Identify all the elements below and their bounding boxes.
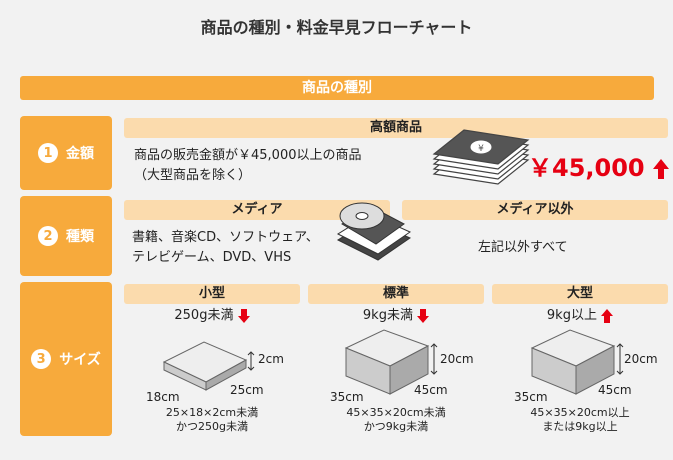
standard-condition-line1: 45×35×20cm未満 [346, 406, 446, 419]
up-arrow-icon [652, 159, 669, 179]
up-arrow-icon [601, 308, 614, 323]
standard-condition-line2: かつ9kg未満 [363, 420, 429, 433]
small-height-label: 2cm [258, 352, 284, 366]
large-width-label: 45cm [598, 383, 632, 397]
small-condition-line1: 25×18×2cm未満 [165, 406, 259, 419]
standard-box-icon [344, 329, 438, 395]
media-list-line1: 書籍、音楽CD、ソフトウェア、 [132, 230, 319, 245]
media-header: メディア [124, 200, 390, 220]
money-stack-icon: ¥ [432, 129, 530, 185]
small-depth-label: 18cm [146, 390, 180, 404]
standard-width-label: 45cm [414, 383, 448, 397]
size-large-column: 大型 9kg以上 [492, 284, 668, 326]
non-media-header: メディア以外 [402, 200, 668, 220]
row-number: 3 [31, 349, 52, 369]
large-box-icon [530, 329, 624, 395]
amount-desc-line1: 商品の販売金額が￥45,000以上の商品 [134, 148, 362, 163]
down-arrow-icon [237, 308, 250, 323]
svg-text:¥: ¥ [478, 144, 484, 154]
large-condition-line1: 45×35×20cm以上 [530, 406, 630, 419]
price-text: ￥45,000 [528, 154, 645, 182]
page-title: 商品の種別・料金早見フローチャート [200, 18, 473, 37]
small-condition-line2: かつ250g未満 [176, 420, 248, 433]
row-number: 2 [38, 226, 58, 246]
small-width-label: 25cm [230, 383, 264, 397]
row-label-amount: 1 金額 [20, 116, 112, 190]
non-media-text: 左記以外すべて [478, 240, 568, 255]
large-condition-line2: または9kg以上 [542, 420, 618, 433]
row-label-size: 3 サイズ [20, 282, 112, 436]
large-height-label: 20cm [624, 352, 658, 366]
standard-height-label: 20cm [440, 352, 474, 366]
row-number: 1 [38, 143, 58, 163]
row-label-type: 2 種類 [20, 196, 112, 276]
size-large-header: 大型 [492, 284, 668, 304]
size-small-limit: 250g未満 [174, 308, 234, 323]
size-small-column: 小型 250g未満 [124, 284, 300, 326]
row-label-text: サイズ [59, 352, 101, 368]
row-label-text: 金額 [66, 146, 94, 162]
small-box-icon [162, 341, 255, 391]
size-standard-header: 標準 [308, 284, 484, 304]
books-disc-icon [336, 202, 412, 261]
size-large-limit: 9kg以上 [546, 308, 597, 323]
large-depth-label: 35cm [514, 390, 548, 404]
size-small-header: 小型 [124, 284, 300, 304]
down-arrow-icon [417, 308, 430, 323]
category-banner: 商品の種別 [20, 76, 654, 100]
size-standard-column: 標準 9kg未満 [308, 284, 484, 326]
standard-depth-label: 35cm [330, 390, 364, 404]
price-threshold: ￥45,000 [528, 148, 669, 183]
amount-desc-line2: （大型商品を除く） [134, 168, 252, 183]
media-list-line2: テレビゲーム、DVD、VHS [132, 250, 292, 265]
size-standard-limit: 9kg未満 [362, 308, 413, 323]
high-value-header: 高額商品 [124, 118, 668, 138]
row-label-text: 種類 [66, 229, 94, 245]
